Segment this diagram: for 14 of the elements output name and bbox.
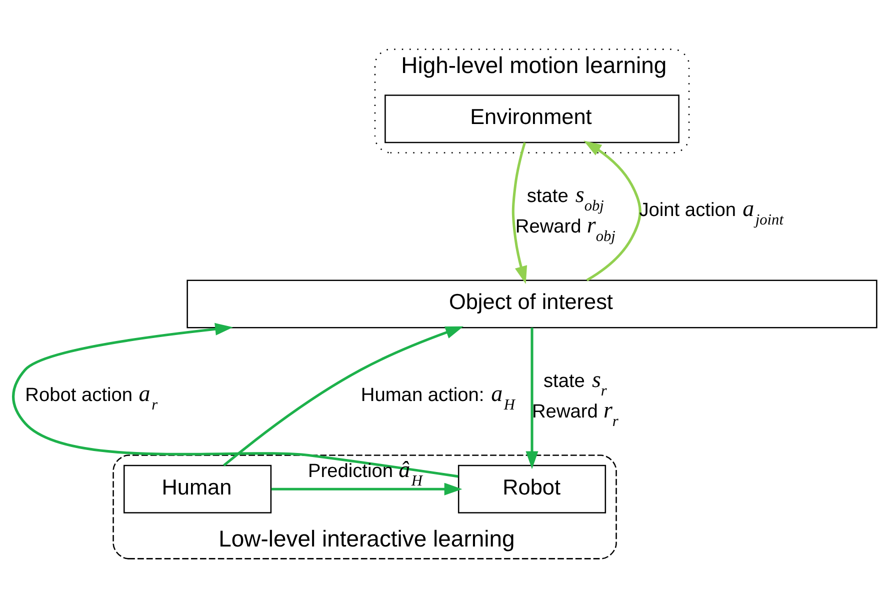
edge-label: Robot action a$_{r}$ — [25, 380, 158, 414]
arrow — [12, 322, 458, 478]
arrow — [526, 328, 538, 470]
arrow — [512, 142, 528, 284]
node-box: Object of interest — [186, 280, 878, 328]
arrow — [584, 140, 642, 282]
arrow — [223, 326, 464, 466]
edge-label: Human action: a$_{H}$ — [360, 380, 515, 414]
edge-label: state s$_{obj}$ Reward r$_{obj}$ — [515, 182, 616, 245]
arrow — [271, 482, 462, 496]
node-box: Robot — [458, 464, 606, 514]
node-box: Human — [124, 464, 272, 514]
edge-label: state s$_{r}$ Reward r$_{r}$ — [532, 366, 618, 430]
node-box: Environment — [384, 94, 680, 144]
